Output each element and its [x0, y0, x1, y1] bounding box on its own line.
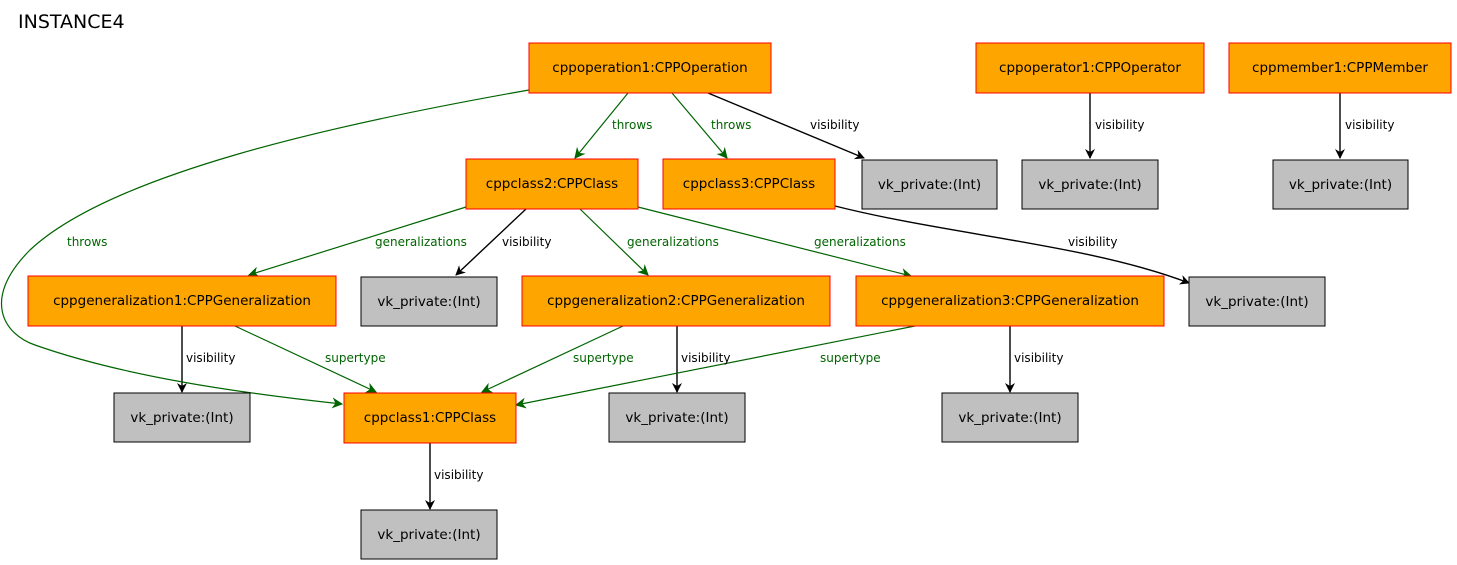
node-label: cppoperation1:CPPOperation: [552, 60, 747, 76]
edge-cppoperation1-throws-cppclass2: [574, 92, 629, 159]
node-cppclass1[interactable]: cppclass1:CPPClass: [343, 392, 517, 444]
edge-cppgeneralization1-supertype: [234, 325, 377, 393]
edge-cppclass2-generalizations-3: [637, 206, 913, 279]
node-cppclass2[interactable]: cppclass2:CPPClass: [465, 158, 639, 210]
edge-cppoperation1-throws-cppclass3: [671, 92, 728, 159]
node-label: cppclass2:CPPClass: [486, 176, 618, 192]
node-value-cppclass2[interactable]: vk_private:(Int): [360, 276, 498, 327]
edge-label-visibility: visibility: [681, 351, 730, 365]
edge-cppclass2-visibility: [455, 208, 527, 276]
node-label: vk_private:(Int): [1289, 177, 1392, 193]
node-label: vk_private:(Int): [878, 177, 981, 193]
edge-label-visibility: visibility: [1014, 351, 1063, 365]
node-label: cppgeneralization3:CPPGeneralization: [881, 293, 1139, 309]
diagram-title: INSTANCE4: [18, 11, 125, 33]
node-cppclass3[interactable]: cppclass3:CPPClass: [662, 158, 836, 210]
node-cppoperator1[interactable]: cppoperator1:CPPOperator: [975, 42, 1205, 94]
edge-label-visibility: visibility: [186, 351, 235, 365]
edge-label-throws: throws: [67, 235, 107, 249]
node-value-cppoperator1[interactable]: vk_private:(Int): [1021, 159, 1159, 210]
node-label: vk_private:(Int): [958, 410, 1061, 426]
node-value-cppclass3[interactable]: vk_private:(Int): [1188, 276, 1326, 327]
node-label: vk_private:(Int): [1038, 177, 1141, 193]
edge-cppgeneralization3-supertype: [514, 325, 916, 409]
node-value-cppmember1[interactable]: vk_private:(Int): [1272, 159, 1409, 210]
node-label: cppoperator1:CPPOperator: [999, 60, 1181, 76]
edge-label-supertype: supertype: [325, 351, 386, 365]
edge-cppoperation1-visibility: [707, 92, 865, 160]
node-value-cppgeneralization2[interactable]: vk_private:(Int): [608, 392, 746, 443]
node-label: vk_private:(Int): [130, 410, 233, 426]
node-value-cppclass1[interactable]: vk_private:(Int): [360, 509, 498, 560]
node-value-cppgeneralization3[interactable]: vk_private:(Int): [941, 392, 1079, 443]
node-label: vk_private:(Int): [377, 527, 480, 543]
edge-label-visibility: visibility: [810, 118, 859, 132]
edge-cppgeneralization2-supertype: [481, 325, 624, 393]
node-label: cppclass3:CPPClass: [683, 176, 815, 192]
node-label: vk_private:(Int): [1205, 294, 1308, 310]
edge-label-visibility: visibility: [434, 468, 483, 482]
node-cppoperation1[interactable]: cppoperation1:CPPOperation: [528, 42, 772, 94]
edge-cppclass2-generalizations-1: [247, 206, 467, 278]
edge-cppclass3-visibility: [834, 205, 1190, 285]
node-cppgeneralization3[interactable]: cppgeneralization3:CPPGeneralization: [855, 275, 1165, 327]
edge-label-generalizations: generalizations: [814, 235, 906, 249]
node-cppgeneralization2[interactable]: cppgeneralization2:CPPGeneralization: [521, 275, 831, 327]
node-value-cppgeneralization1[interactable]: vk_private:(Int): [113, 392, 251, 443]
edge-label-supertype: supertype: [573, 351, 634, 365]
node-label: cppmember1:CPPMember: [1252, 60, 1428, 76]
edge-label-supertype: supertype: [820, 351, 881, 365]
node-value-cppoperation1[interactable]: vk_private:(Int): [861, 159, 998, 210]
edge-label-visibility: visibility: [1095, 118, 1144, 132]
edge-label-visibility: visibility: [502, 235, 551, 249]
edge-cppoperation1-throws-cppclass1: [1, 89, 530, 409]
edge-label-visibility: visibility: [1345, 118, 1394, 132]
edge-cppclass2-generalizations-2: [579, 208, 649, 276]
node-label: vk_private:(Int): [377, 294, 480, 310]
edge-label-generalizations: generalizations: [627, 235, 719, 249]
edge-label-throws: throws: [711, 118, 751, 132]
node-label: cppgeneralization1:CPPGeneralization: [53, 293, 311, 309]
node-label: cppgeneralization2:CPPGeneralization: [547, 293, 805, 309]
node-cppmember1[interactable]: cppmember1:CPPMember: [1228, 42, 1452, 94]
edge-label-throws: throws: [612, 118, 652, 132]
node-cppgeneralization1[interactable]: cppgeneralization1:CPPGeneralization: [27, 275, 337, 327]
node-label: vk_private:(Int): [625, 410, 728, 426]
edge-label-generalizations: generalizations: [375, 235, 467, 249]
edge-label-visibility: visibility: [1068, 235, 1117, 249]
node-label: cppclass1:CPPClass: [364, 410, 496, 426]
